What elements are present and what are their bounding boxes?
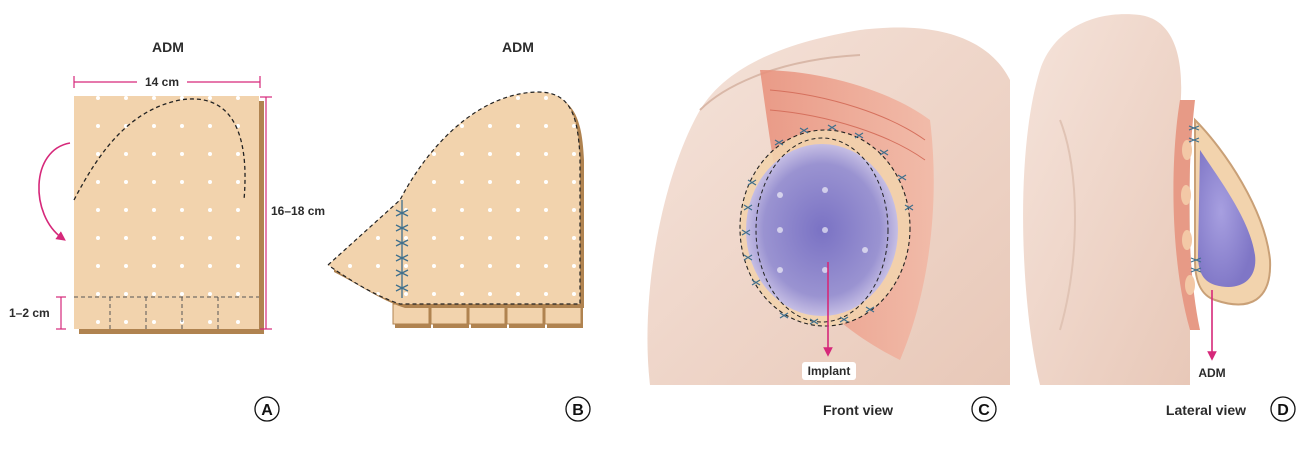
panel-c: Implant Front view C	[647, 27, 1010, 421]
tab-label: 1–2 cm	[9, 306, 50, 320]
panel-d: ADM Lateral view D	[1023, 14, 1295, 421]
panel-b-title: ADM	[502, 39, 534, 55]
panel-d-letter: D	[1277, 402, 1289, 419]
implant-label: Implant	[808, 364, 851, 378]
tab-dimension: 1–2 cm	[9, 297, 66, 329]
fold-arrow	[39, 143, 70, 238]
panel-a: ADM 14 cm 16–18 cm	[9, 39, 325, 421]
panel-a-letter: A	[261, 402, 273, 419]
lateral-view-label: Lateral view	[1166, 402, 1246, 418]
adm-label: ADM	[1198, 366, 1225, 380]
front-view-label: Front view	[823, 402, 893, 418]
height-label: 16–18 cm	[271, 204, 325, 218]
height-dimension: 16–18 cm	[260, 97, 325, 329]
lateral-torso	[1023, 14, 1190, 385]
panel-b-letter: B	[572, 402, 584, 419]
panel-b: ADM B	[328, 39, 590, 421]
width-label: 14 cm	[145, 75, 179, 89]
panel-a-title: ADM	[152, 39, 184, 55]
width-dimension: 14 cm	[74, 74, 260, 90]
panel-c-letter: C	[978, 402, 990, 419]
